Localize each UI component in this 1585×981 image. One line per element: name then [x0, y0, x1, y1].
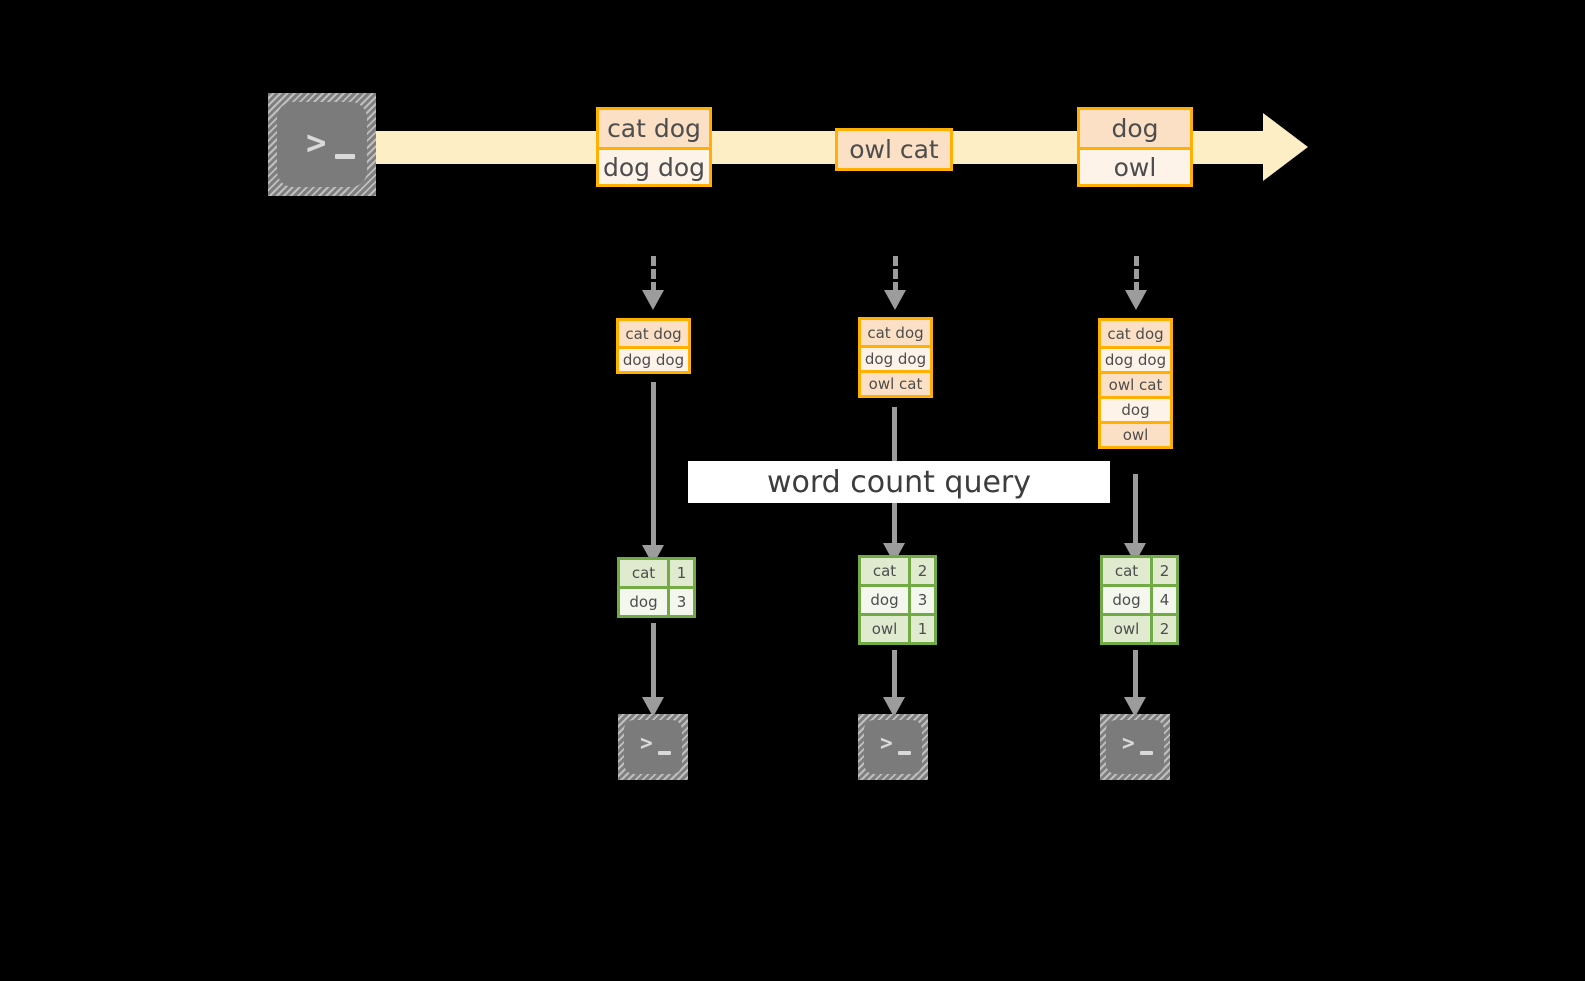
sink-terminal-icon: >	[618, 714, 688, 780]
result-word-cell: dog	[1103, 587, 1150, 613]
result-word-cell: cat	[620, 560, 667, 586]
result-count-cell: 2	[1150, 616, 1176, 642]
table-row: dog 3	[620, 586, 693, 615]
result-word-cell: cat	[1103, 558, 1150, 584]
result-count-cell: 2	[908, 558, 934, 584]
arrowhead-icon	[642, 697, 664, 717]
result-table: cat 2 dog 3 owl 1	[858, 555, 937, 645]
state-row: cat dog	[861, 320, 930, 345]
state-row: owl cat	[861, 370, 930, 395]
stream-to-state-connector	[1134, 256, 1139, 292]
result-count-cell: 3	[667, 589, 693, 615]
result-word-cell: dog	[861, 587, 908, 613]
table-row: dog 4	[1103, 584, 1176, 613]
state-box: cat dog dog dog owl cat dog owl	[1098, 318, 1173, 449]
table-row: cat 2	[861, 558, 934, 584]
terminal-body: >	[864, 720, 922, 774]
state-box: cat dog dog dog	[616, 318, 691, 374]
right-arrow-icon	[1263, 113, 1308, 181]
state-row: owl	[1101, 421, 1170, 446]
prompt-chevron-icon: >	[640, 731, 653, 755]
terminal-body: >	[277, 102, 367, 187]
prompt-chevron-icon: >	[1122, 731, 1135, 755]
prompt-cursor-icon	[658, 751, 671, 755]
state-row: dog dog	[861, 345, 930, 370]
state-to-result-connector	[651, 382, 656, 574]
state-row: dog	[1101, 396, 1170, 421]
prompt-cursor-icon	[335, 154, 355, 159]
stream-event-box: dog owl	[1077, 107, 1193, 187]
stream-event-row: cat dog	[599, 110, 709, 147]
arrowhead-icon	[1125, 290, 1147, 310]
stream-event-row: dog	[1080, 110, 1190, 147]
result-count-cell: 3	[908, 587, 934, 613]
stream-event-row: owl cat	[838, 131, 950, 168]
stream-event-row: dog dog	[599, 147, 709, 184]
state-row: dog dog	[619, 346, 688, 371]
arrowhead-icon	[1124, 697, 1146, 717]
result-word-cell: cat	[861, 558, 908, 584]
arrowhead-icon	[883, 697, 905, 717]
prompt-cursor-icon	[1140, 751, 1153, 755]
table-row: cat 2	[1103, 558, 1176, 584]
result-table: cat 2 dog 4 owl 2	[1100, 555, 1179, 645]
state-box: cat dog dog dog owl cat	[858, 317, 933, 398]
result-word-cell: dog	[620, 589, 667, 615]
prompt-cursor-icon	[898, 751, 911, 755]
result-count-cell: 4	[1150, 587, 1176, 613]
prompt-chevron-icon: >	[306, 123, 327, 163]
result-to-sink-connector	[892, 650, 897, 706]
terminal-body: >	[624, 720, 682, 774]
sink-terminal-icon: >	[858, 714, 928, 780]
result-to-sink-connector	[651, 623, 656, 705]
terminal-body: >	[1106, 720, 1164, 774]
stream-to-state-connector	[651, 256, 656, 292]
result-to-sink-connector	[1133, 650, 1138, 706]
arrowhead-icon	[884, 290, 906, 310]
result-count-cell: 2	[1150, 558, 1176, 584]
result-word-cell: owl	[861, 616, 908, 642]
state-to-result-connector	[1133, 474, 1138, 573]
arrowhead-icon	[642, 290, 664, 310]
state-row: cat dog	[1101, 321, 1170, 346]
prompt-chevron-icon: >	[880, 731, 893, 755]
state-row: owl cat	[1101, 371, 1170, 396]
table-row: dog 3	[861, 584, 934, 613]
result-count-cell: 1	[908, 616, 934, 642]
result-count-cell: 1	[667, 560, 693, 586]
sink-terminal-icon: >	[1100, 714, 1170, 780]
result-table: cat 1 dog 3	[617, 557, 696, 618]
table-row: owl 1	[861, 613, 934, 642]
table-row: owl 2	[1103, 613, 1176, 642]
table-row: cat 1	[620, 560, 693, 586]
query-label: word count query	[688, 461, 1110, 503]
state-row: cat dog	[619, 321, 688, 346]
stream-event-box: cat dog dog dog	[596, 107, 712, 187]
stream-event-box: owl cat	[835, 128, 953, 171]
stream-event-row: owl	[1080, 147, 1190, 184]
stream-to-state-connector	[893, 256, 898, 292]
source-terminal-icon: >	[268, 93, 376, 196]
state-row: dog dog	[1101, 346, 1170, 371]
result-word-cell: owl	[1103, 616, 1150, 642]
